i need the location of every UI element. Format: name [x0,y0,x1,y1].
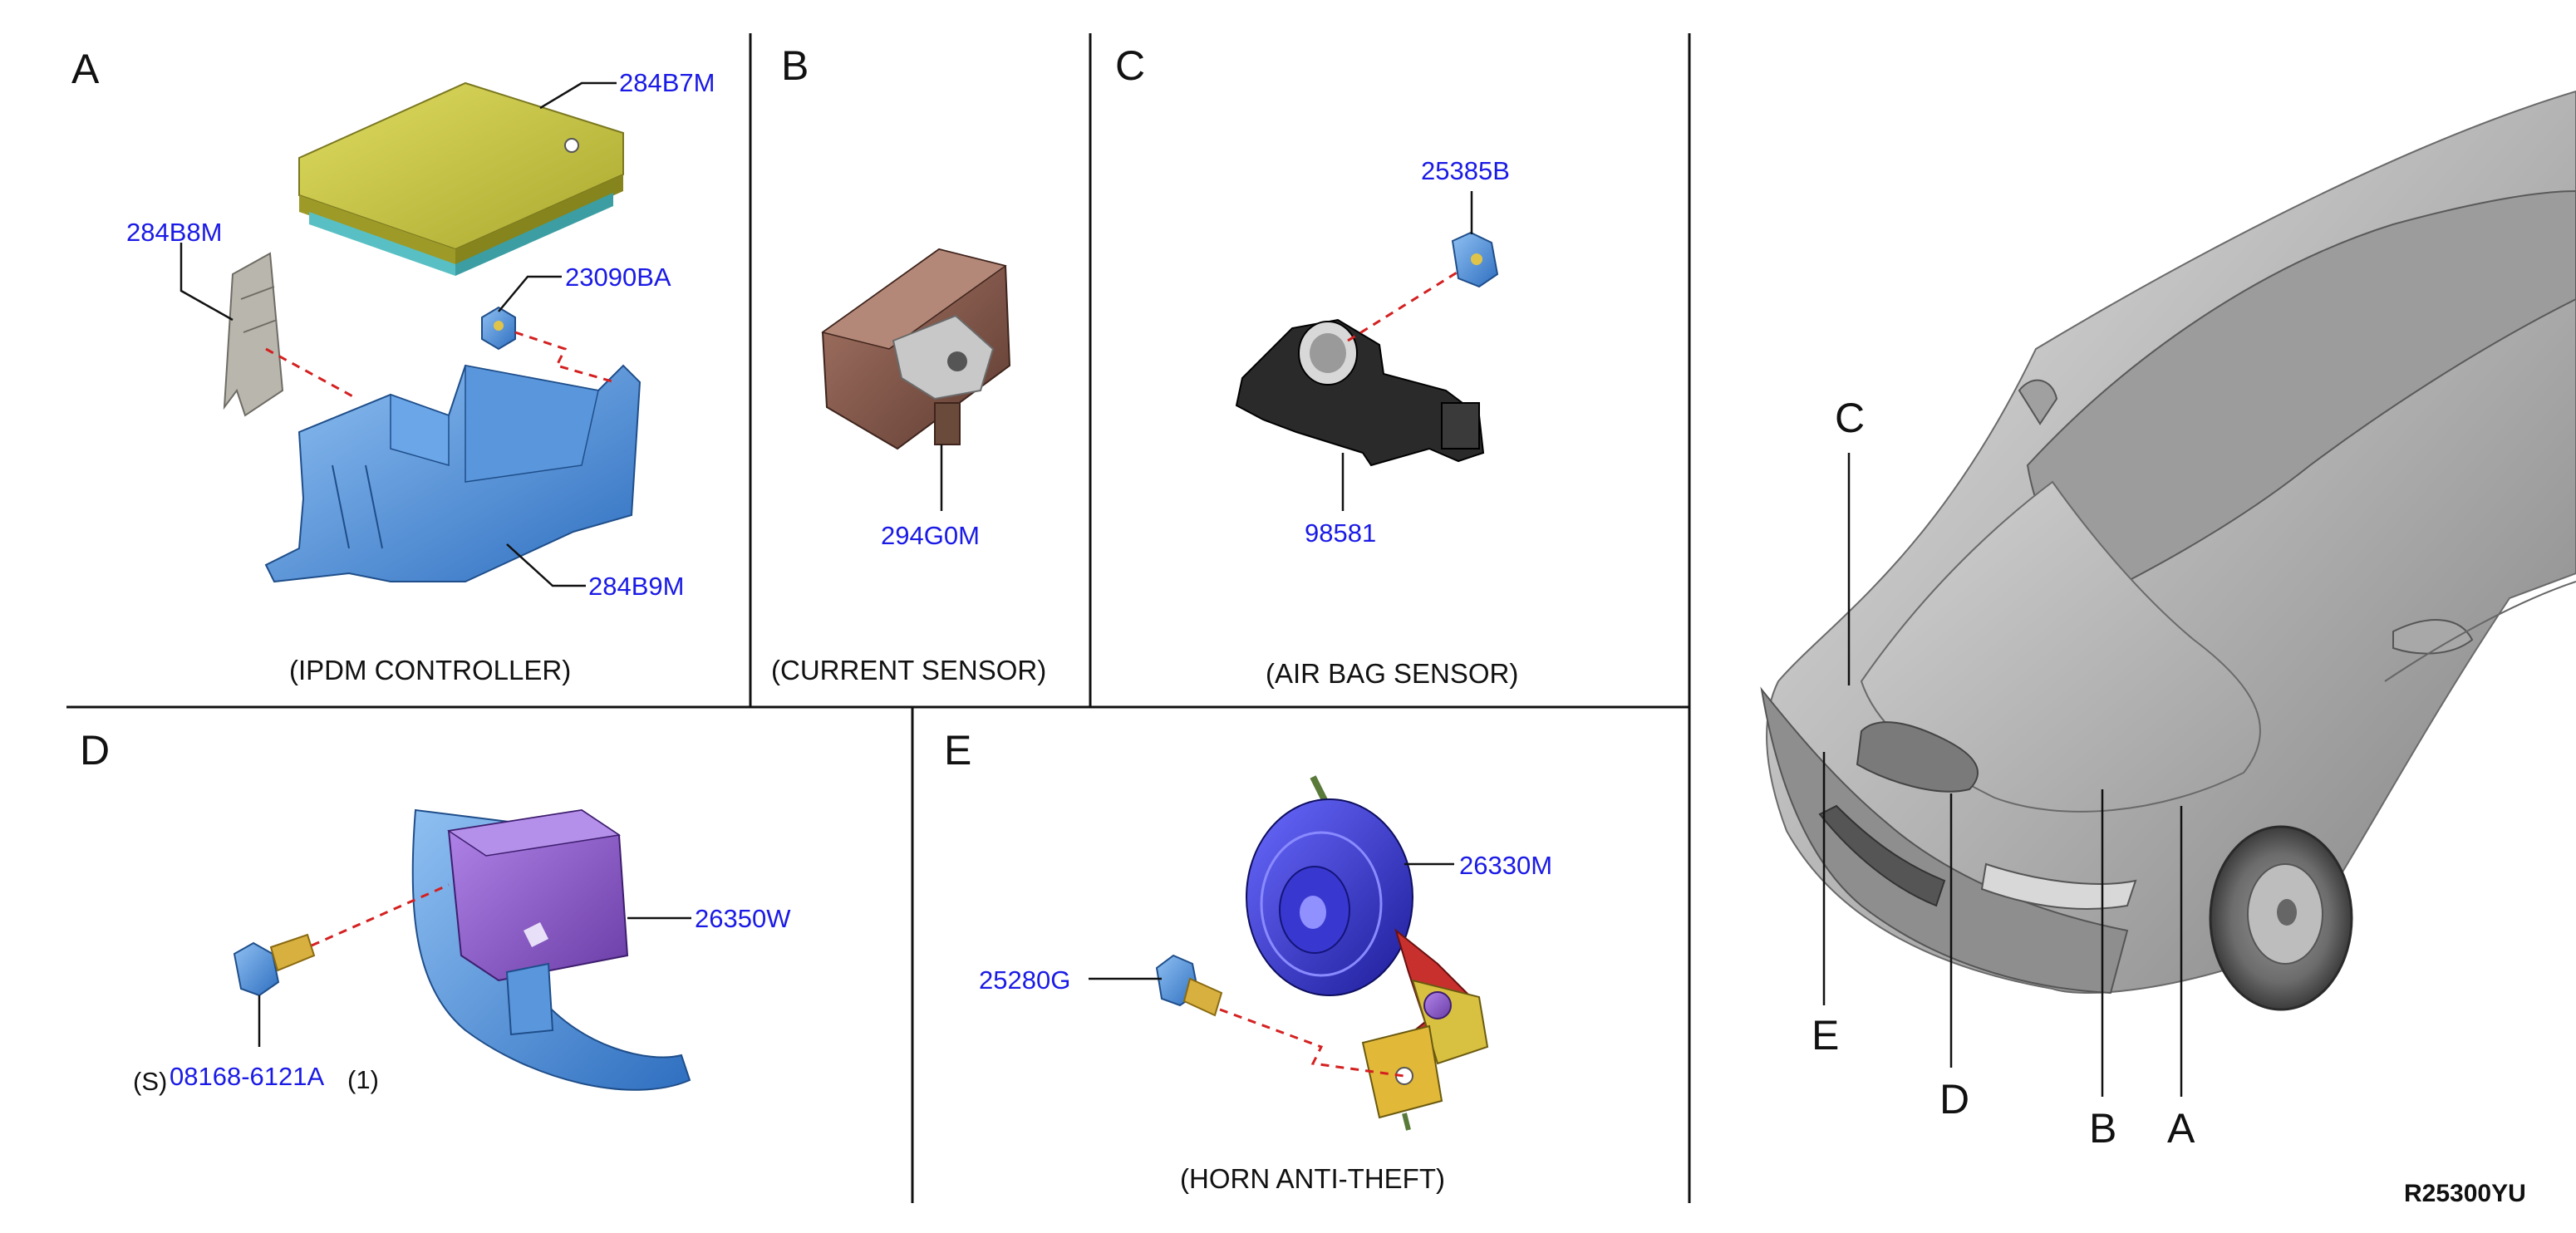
part-number-08168-6121a: 08168-6121A [170,1062,324,1091]
section-letter-c: C [1115,42,1145,89]
section-letter-d: D [80,727,110,774]
bracket-illustration [264,364,642,583]
part-number-294g0m: 294G0M [881,521,980,550]
part-number-26350w: 26350W [695,904,791,933]
ipdm-module-illustration [298,81,624,276]
section-letter-a: A [71,46,100,92]
vehicle-callout-c: C [1835,395,1865,441]
clip-illustration [223,252,284,417]
section-a: A [71,46,715,685]
part-number-25385b: 25385B [1421,156,1510,185]
airbag-sensor-illustration [1235,318,1485,467]
callout-leaders-c [1341,191,1473,511]
callout-leaders-e [1089,862,1454,980]
callout-leaders-a [179,81,617,587]
section-letter-b: B [781,42,809,89]
caption-air-bag-sensor: (AIR BAG SENSOR) [1266,658,1518,689]
vehicle-callout-b: B [2089,1105,2116,1152]
bolt-illustration [233,933,316,997]
nut-illustration [481,306,516,351]
caption-current-sensor: (CURRENT SENSOR) [771,655,1046,685]
vehicle-callout-leaders [1822,453,2183,1097]
part-number-284b7m: 284B7M [619,68,715,97]
reference-code: R25300YU [2404,1180,2526,1207]
vehicle-locator: C E D B A R25300YU [1760,90,2576,1207]
assembly-dash-line-e [1219,1008,1405,1078]
section-b: B 294G0M (CURRENT SENSOR) [771,42,1046,685]
airbag-nut-illustration [1451,231,1499,288]
assembly-dash-lines [265,331,616,400]
part-number-26330m: 26330M [1459,851,1552,880]
purple-module-illustration [446,808,629,1036]
caption-ipdm-controller: (IPDM CONTROLLER) [289,655,571,685]
callout-leaders-d [258,916,691,1047]
section-c: C 25385B 98581 (AIR BAG SENSOR) [1115,42,1518,689]
part-number-284b9m: 284B9M [588,572,684,601]
vehicle-illustration [1760,90,2576,1011]
part-number-284b8m: 284B8M [126,218,222,247]
section-d: D 26350W (S) 08168-6121A (1) [80,727,791,1096]
horn-bolt-illustration [1155,954,1223,1017]
part-number-98581: 98581 [1305,518,1376,548]
vehicle-callout-a: A [2167,1105,2195,1152]
section-e: E 26330M 25280G (HORN ANTI-THEFT) [944,727,1552,1194]
horn-illustration [1246,775,1489,1131]
part-number-23090ba: 23090BA [565,263,671,292]
vehicle-callout-d: D [1939,1076,1969,1122]
bolt-prefix-s: (S) [133,1067,167,1096]
section-letter-e: E [944,727,971,774]
bolt-quantity: (1) [347,1065,379,1094]
vehicle-callout-e: E [1812,1012,1839,1059]
part-number-25280g: 25280G [979,965,1070,995]
assembly-dash-line-c [1347,268,1462,342]
caption-horn-anti-theft: (HORN ANTI-THEFT) [1180,1163,1445,1194]
current-sensor-illustration [821,248,1011,450]
assembly-dash-line-d [311,883,450,947]
panel-dividers [66,33,1691,1203]
